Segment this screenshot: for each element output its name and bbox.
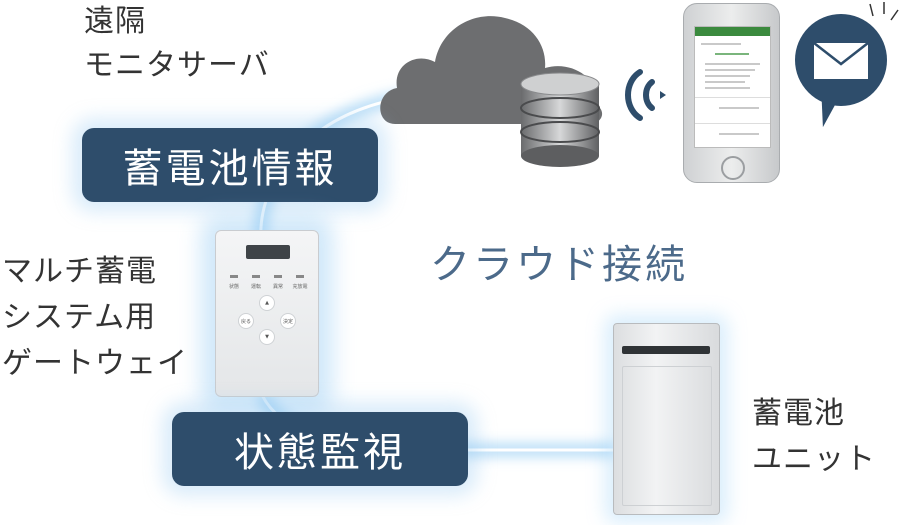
gateway-label-line-2: システム用 — [2, 300, 157, 335]
envelope-icon — [813, 42, 869, 79]
gateway-label-line-1: マルチ蓄電 — [2, 254, 157, 289]
battery-info-pill: 蓄電池情報 — [82, 128, 378, 202]
gateway-led — [252, 275, 260, 278]
phone-home-button — [721, 156, 745, 180]
phone-line — [701, 43, 741, 45]
phone-line — [705, 81, 745, 83]
wifi-signal-icon — [625, 69, 666, 121]
notification-rays-icon — [869, 2, 899, 21]
status-monitor-pill: 状態監視 — [172, 412, 468, 486]
gateway-label-line-3: ゲートウェイ — [2, 346, 188, 381]
phone-screen — [694, 26, 771, 148]
phone-line — [705, 75, 750, 77]
gateway-display — [246, 245, 290, 259]
gateway-device: 状態 運転 異常 充放電 ▲ 戻る 決定 ▼ — [215, 230, 319, 397]
gateway-indicator-label: 充放電 — [292, 284, 308, 290]
phone-line — [705, 87, 750, 89]
phone-line — [715, 53, 749, 55]
phone-line — [705, 69, 755, 71]
cloud-connection-caption: クラウド接続 — [430, 242, 688, 288]
gateway-led — [296, 275, 304, 278]
battery-unit-device — [613, 323, 720, 515]
smartphone — [683, 3, 780, 183]
server-label-line-1: 遠隔 — [84, 4, 146, 39]
phone-line — [705, 63, 760, 65]
gateway-indicator-label: 状態 — [228, 284, 239, 290]
phone-divider — [695, 97, 770, 98]
battery-status-strip — [622, 346, 710, 354]
server-label-line-2: モニタサーバ — [84, 48, 270, 83]
gateway-led — [230, 275, 238, 278]
phone-divider — [695, 123, 770, 124]
gateway-led — [274, 275, 282, 278]
gateway-indicator-label: 異常 — [272, 284, 283, 290]
gateway-enter-button: 決定 — [280, 313, 296, 329]
battery-label-line-2: ユニット — [752, 442, 876, 477]
battery-front-panel — [622, 366, 712, 506]
gateway-back-button: 戻る — [238, 313, 254, 329]
gateway-up-button: ▲ — [259, 295, 275, 311]
phone-line — [719, 133, 759, 135]
gateway-down-button: ▼ — [259, 329, 275, 345]
phone-app-header — [695, 27, 770, 36]
phone-line — [719, 107, 759, 109]
gateway-indicator-label: 運転 — [250, 284, 261, 290]
database-icon — [520, 72, 600, 167]
battery-label-line-1: 蓄電池 — [752, 396, 845, 431]
